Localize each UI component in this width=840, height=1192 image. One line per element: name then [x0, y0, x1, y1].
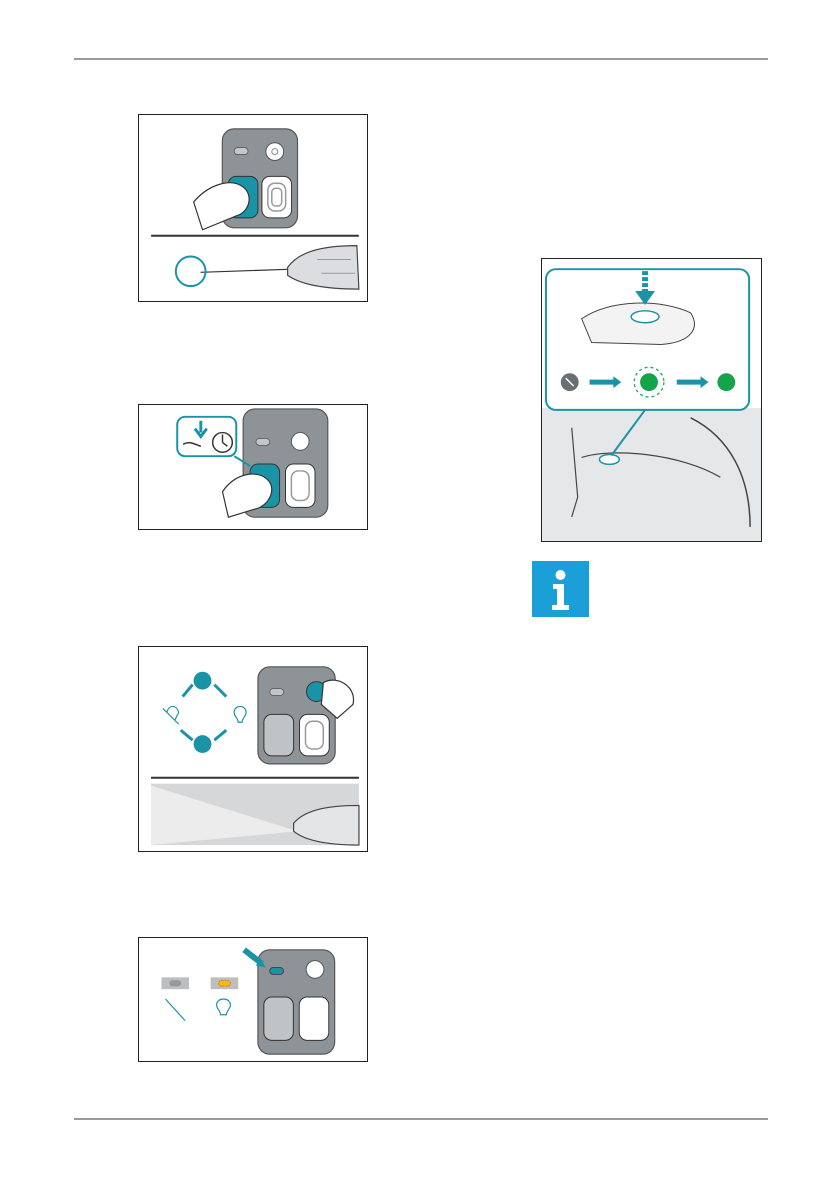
- status-led-illustration: [139, 938, 367, 1061]
- figure-status-led: [138, 937, 368, 1062]
- light-mode-cycle-illustration: [139, 647, 367, 851]
- foot-switch-power-illustration: [542, 259, 761, 541]
- press-and-hold-timer-illustration: [139, 405, 367, 529]
- figure-press-button: [138, 114, 368, 302]
- figure-press-and-hold: [138, 404, 368, 530]
- figure-light-cycle: [138, 646, 368, 852]
- header-rule: [74, 58, 768, 60]
- footer-rule: [74, 1118, 768, 1120]
- figure-foot-switch: [541, 258, 762, 542]
- press-scanner-button-illustration: [139, 115, 367, 301]
- info-icon: [532, 561, 589, 617]
